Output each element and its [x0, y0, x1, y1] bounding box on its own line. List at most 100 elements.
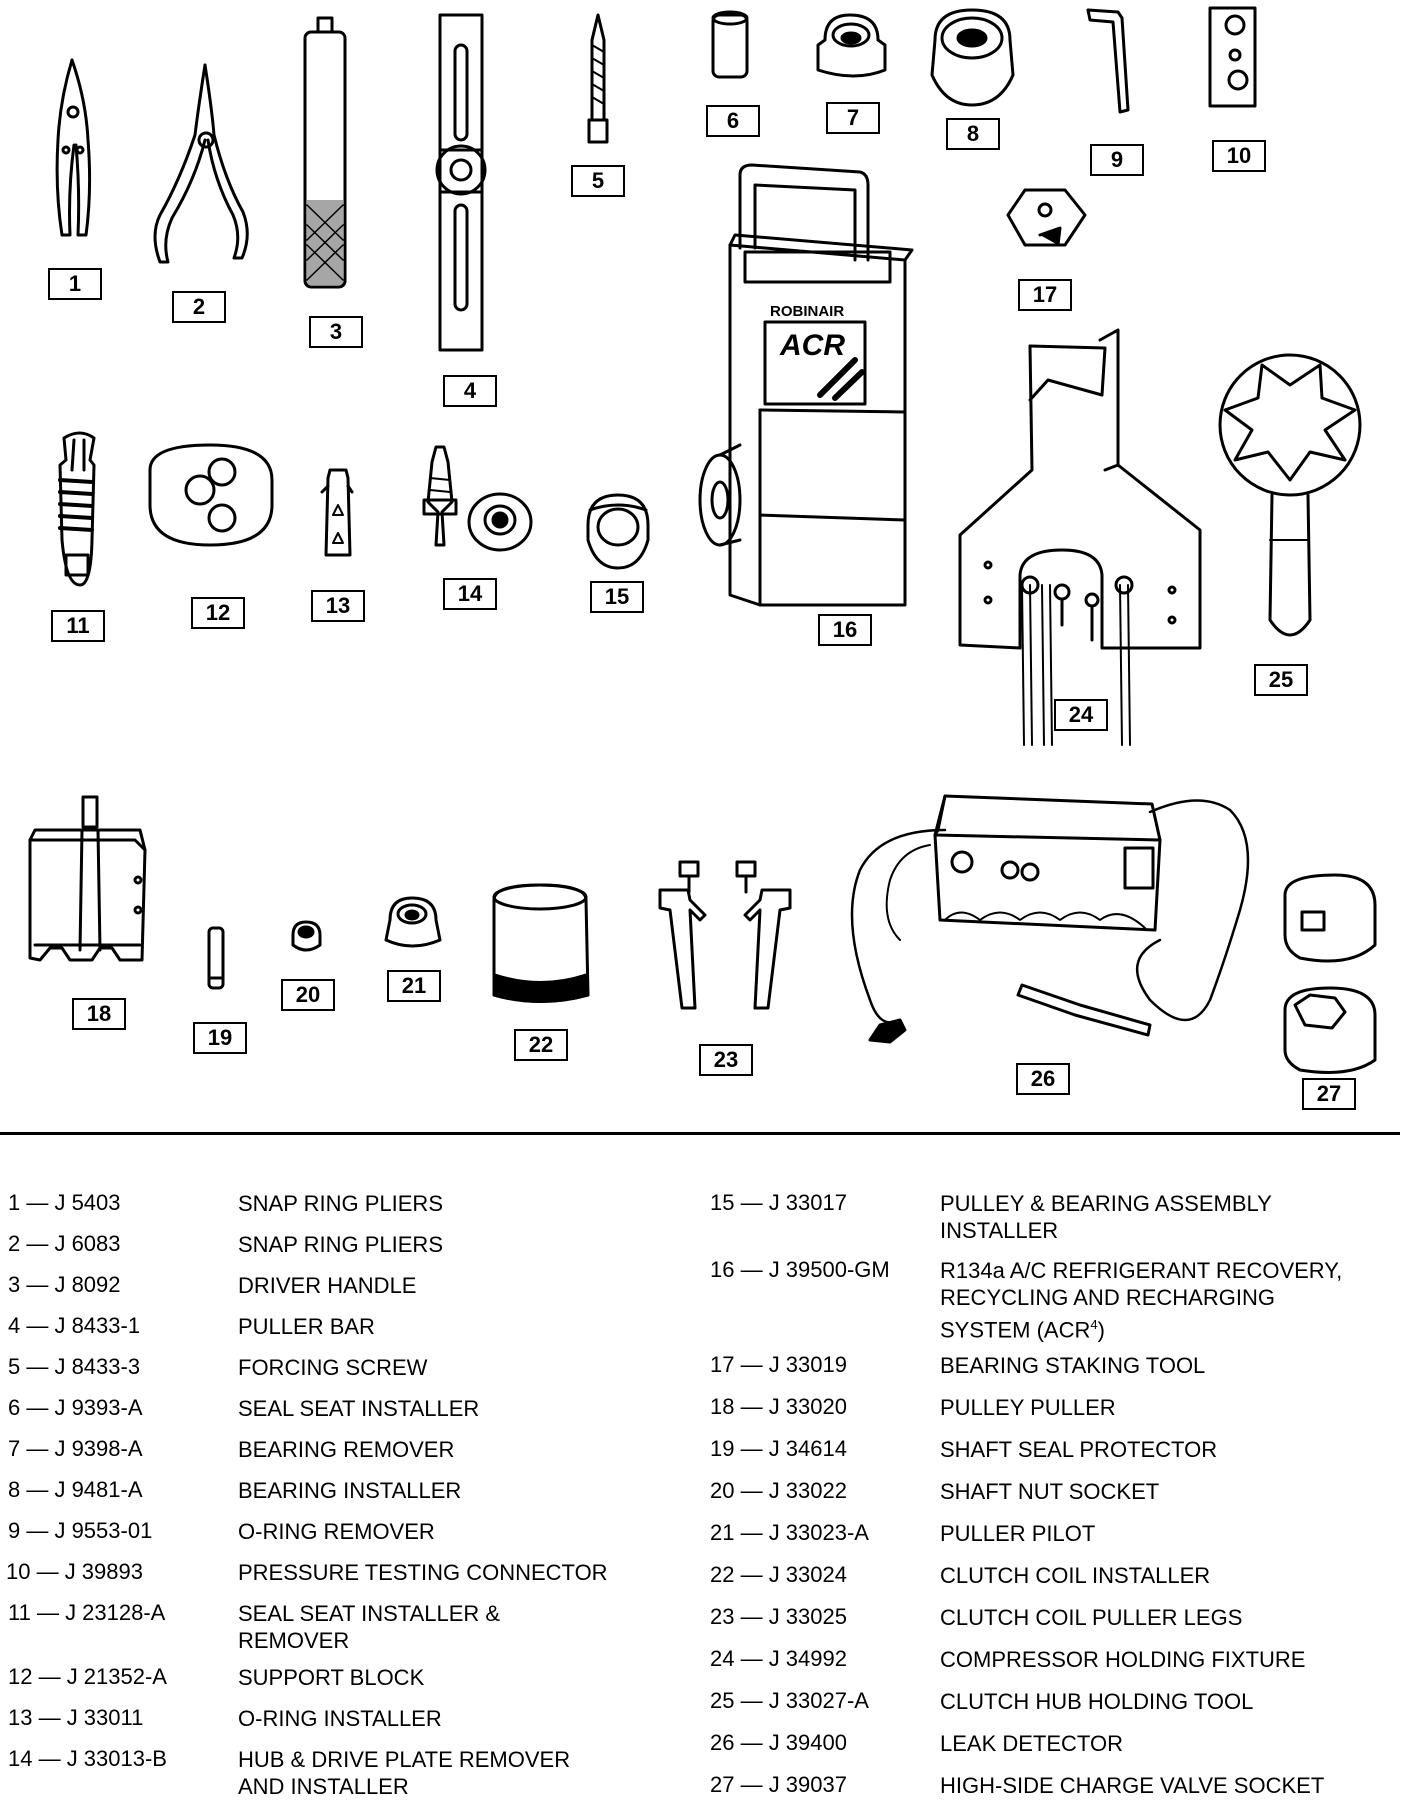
tool-code: 16 — J 39500-GM: [710, 1257, 890, 1282]
tool-name: PULLER BAR: [238, 1314, 375, 1339]
tool-3-driver-handle-icon: [303, 16, 347, 289]
tool-code: 12 — J 21352-A: [8, 1664, 167, 1689]
tool-8-bearing-installer-icon: [930, 8, 1015, 107]
tool-6-seal-seat-installer-icon: [711, 10, 749, 79]
callout-9: 9: [1090, 144, 1144, 176]
callout-12: 12: [191, 597, 245, 629]
callout-18: 18: [72, 998, 126, 1030]
tool-code: 4 — J 8433-1: [8, 1313, 141, 1338]
callout-8: 8: [946, 118, 1000, 150]
tool-18-pulley-puller-icon: [28, 795, 147, 962]
tool-name: PRESSURE TESTING CONNECTOR: [238, 1560, 608, 1585]
divider-rule: [0, 1132, 1400, 1135]
tool-name: SUPPORT BLOCK: [238, 1665, 425, 1690]
tool-name: HUB & DRIVE PLATE REMOVER AND INSTALLER: [238, 1747, 571, 1799]
tool-14-hub-remover-icon: [422, 445, 533, 552]
callout-27: 27: [1302, 1078, 1356, 1110]
tool-code: 25 — J 33027-A: [710, 1688, 869, 1713]
callout-2: 2: [172, 291, 226, 323]
tool-21-puller-pilot-icon: [384, 896, 442, 948]
tool-name: SNAP RING PLIERS: [238, 1232, 443, 1257]
tool-name: R134a A/C REFRIGERANT RECOVERY, RECYCLIN…: [940, 1257, 1400, 1343]
callout-24: 24: [1054, 699, 1108, 731]
tool-23-clutch-coil-puller-legs-icon: [658, 860, 792, 1010]
callout-5: 5: [571, 165, 625, 197]
tool-name: DRIVER HANDLE: [238, 1273, 417, 1298]
tool-name: COMPRESSOR HOLDING FIXTURE: [940, 1647, 1306, 1672]
callout-17: 17: [1018, 279, 1072, 311]
tool-name-superscript: 4: [1090, 1317, 1098, 1332]
tool-27-charge-valve-socket-icon: [1283, 873, 1377, 1074]
callout-16: 16: [818, 614, 872, 646]
tool-code: 14 — J 33013-B: [8, 1746, 167, 1771]
tool-4-puller-bar-icon: [435, 13, 487, 352]
tool-25-clutch-hub-holding-tool-icon: [1218, 353, 1362, 637]
callout-22: 22: [514, 1029, 568, 1061]
tool-name: SHAFT SEAL PROTECTOR: [940, 1437, 1218, 1462]
tool-code: 3 — J 8092: [8, 1272, 121, 1297]
tool-code: 7 — J 9398-A: [8, 1436, 143, 1461]
tool-11-seal-seat-installer-icon: [58, 431, 96, 587]
tool-9-o-ring-remover-icon: [1086, 8, 1130, 114]
callout-13: 13: [311, 590, 365, 622]
tool-name: PULLEY & BEARING ASSEMBLY INSTALLER: [940, 1191, 1272, 1243]
callout-4: 4: [443, 375, 497, 407]
tool-code: 5 — J 8433-3: [8, 1354, 141, 1379]
tool-10-pressure-testing-connector-icon: [1208, 6, 1257, 108]
tool-code: 15 — J 33017: [710, 1190, 847, 1215]
tool-2-snap-ring-pliers-icon: [153, 63, 249, 264]
tool-name: CLUTCH COIL INSTALLER: [940, 1563, 1211, 1588]
tool-code: 21 — J 33023-A: [710, 1520, 869, 1545]
callout-10: 10: [1212, 140, 1266, 172]
callout-7: 7: [826, 102, 880, 134]
tool-name: HIGH-SIDE CHARGE VALVE SOCKET: [940, 1773, 1325, 1798]
tool-name: O-RING REMOVER: [238, 1519, 435, 1544]
tool-code: 8 — J 9481-A: [8, 1477, 143, 1502]
tool-name: O-RING INSTALLER: [238, 1706, 442, 1731]
tool-name: LEAK DETECTOR: [940, 1731, 1123, 1756]
callout-1: 1: [48, 268, 102, 300]
tool-12-support-block-icon: [148, 443, 274, 547]
tool-name: PULLER PILOT: [940, 1521, 1096, 1546]
tool-17-bearing-staking-tool-icon: [1006, 188, 1087, 247]
tool-5-forcing-screw-icon: [587, 13, 609, 144]
tool-code: 18 — J 33020: [710, 1394, 847, 1419]
tool-name: BEARING INSTALLER: [238, 1478, 462, 1503]
tool-name: BEARING STAKING TOOL: [940, 1353, 1206, 1378]
callout-21: 21: [387, 970, 441, 1002]
tool-name: SNAP RING PLIERS: [238, 1191, 443, 1216]
tool-code: 19 — J 34614: [710, 1436, 847, 1461]
callout-3: 3: [309, 316, 363, 348]
callout-26: 26: [1016, 1063, 1070, 1095]
tool-code: 17 — J 33019: [710, 1352, 847, 1377]
tool-name: SEAL SEAT INSTALLER & REMOVER: [238, 1601, 501, 1653]
tool-code: 26 — J 39400: [710, 1730, 847, 1755]
tool-name-main: R134a A/C REFRIGERANT RECOVERY, RECYCLIN…: [940, 1258, 1343, 1343]
callout-19: 19: [193, 1022, 247, 1054]
tool-code: 11 — J 23128-A: [8, 1600, 166, 1625]
tool-code: 1 — J 5403: [8, 1190, 121, 1215]
tool-code: 20 — J 33022: [710, 1478, 847, 1503]
tool-24-compressor-holding-fixture-icon: [958, 328, 1202, 746]
tool-name-tail: ): [1097, 1317, 1105, 1343]
tool-name: BEARING REMOVER: [238, 1437, 455, 1462]
callout-14: 14: [443, 578, 497, 610]
callout-6: 6: [706, 105, 760, 137]
tool-code: 9 — J 9553-01: [8, 1518, 153, 1543]
tool-7-bearing-remover-icon: [816, 13, 887, 78]
tool-15-pulley-installer-icon: [586, 493, 650, 570]
tool-22-clutch-coil-installer-icon: [492, 883, 590, 1003]
tool-code: 13 — J 33011: [8, 1705, 144, 1730]
callout-20: 20: [281, 979, 335, 1011]
tool-code: 10 — J 39893: [6, 1559, 143, 1584]
tool-1-snap-ring-pliers-icon: [55, 58, 92, 237]
tool-code: 23 — J 33025: [710, 1604, 847, 1629]
callout-25: 25: [1254, 664, 1308, 696]
tool-name: FORCING SCREW: [238, 1355, 428, 1380]
machine-logo-text: ACR: [779, 329, 845, 362]
tool-16-refrigerant-recovery-machine-icon: ROBINAIR ACR: [698, 163, 914, 607]
tool-19-shaft-seal-protector-icon: [207, 926, 225, 990]
tool-20-shaft-nut-socket-icon: [291, 920, 322, 952]
tool-13-o-ring-installer-icon: [320, 468, 354, 557]
tool-26-leak-detector-icon: [850, 794, 1250, 1044]
